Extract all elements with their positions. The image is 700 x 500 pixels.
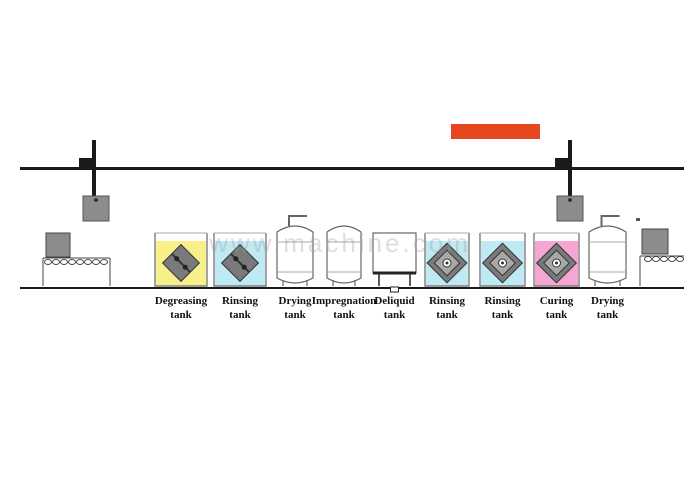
tank-deliquid <box>372 232 417 293</box>
tank-wall <box>424 233 470 287</box>
vessel-pipe <box>600 215 620 226</box>
tank-rinsing-3 <box>479 232 526 287</box>
tank-drying-1 <box>276 215 314 286</box>
chain-link <box>92 259 100 265</box>
chain-link <box>100 259 108 265</box>
part-basket <box>220 243 260 283</box>
stage-label-line2: tank <box>436 309 458 321</box>
stage-label-line2: tank <box>545 309 568 321</box>
vessel-body <box>326 225 362 284</box>
part-basket <box>426 242 468 284</box>
stage-label-line2: tank <box>284 309 306 321</box>
left-hoist <box>79 140 110 222</box>
tank-wall <box>154 233 208 287</box>
tank-degreasing <box>154 232 208 287</box>
stage-label-line1: Impregnation <box>311 295 377 307</box>
watermark: www.machine.com <box>209 228 471 258</box>
chain-link <box>660 256 668 262</box>
chain-link <box>52 259 60 265</box>
stage-label-line1: Drying <box>591 295 624 307</box>
stage-label-line2: tank <box>333 309 355 321</box>
floor-line <box>20 287 684 289</box>
vessel-body <box>276 225 314 284</box>
stage-label-deliquid: Deliquid tank <box>350 294 440 322</box>
drain-valve <box>390 286 399 293</box>
chain-link <box>644 256 652 262</box>
tank-rinsing-2 <box>424 232 470 287</box>
stage-label-line1: Deliquid <box>374 295 415 307</box>
stage-label-line2: tank <box>229 309 251 321</box>
stage-label-rinsing-1: Rinsing tank <box>195 294 285 322</box>
stage-label-line1: Rinsing <box>428 295 466 307</box>
stage-label-line1: Rinsing <box>221 295 259 307</box>
stage-label-line2: tank <box>596 309 619 321</box>
end-marker <box>636 218 640 221</box>
stage-label-rinsing-2: Rinsing tank <box>402 294 492 322</box>
progress-indicator-bar <box>451 124 540 139</box>
tank-wall <box>533 233 580 287</box>
stage-label-line1: Degreasing <box>154 295 208 307</box>
tank-drying-2 <box>588 215 627 286</box>
stage-label-drying-2: Drying tank <box>563 294 653 322</box>
right-hoist <box>555 140 584 222</box>
stage-label-line2: tank <box>170 309 192 321</box>
chain-link <box>668 256 676 262</box>
tank-wall <box>479 233 526 287</box>
chain-link <box>652 256 660 262</box>
part-basket <box>481 242 524 284</box>
stage-label-drying-1: Drying tank <box>250 294 340 322</box>
right-hoist-block <box>556 195 584 222</box>
stage-label-curing: Curing tank <box>512 294 602 322</box>
tank-curing <box>533 232 580 287</box>
right-conveyor <box>639 228 684 286</box>
stage-label-impregnation: Impregnation tank <box>299 294 389 322</box>
part-basket <box>161 243 201 283</box>
chain-link <box>68 259 76 265</box>
chain-link <box>76 259 84 265</box>
chain-link <box>84 259 92 265</box>
chain-link <box>44 259 52 265</box>
tank-rinsing-1 <box>213 232 267 287</box>
tank-wall <box>213 233 267 287</box>
stage-label-line1: Rinsing <box>484 295 521 307</box>
stage-label-line1: Drying <box>278 295 312 307</box>
part-basket <box>535 242 578 284</box>
stage-label-rinsing-3: Rinsing tank <box>458 294 548 322</box>
chain-link <box>676 256 684 262</box>
tank-impregnation <box>326 225 362 286</box>
stage-label-degreasing: Degreasing tank <box>136 294 226 322</box>
tank-row <box>154 215 627 293</box>
stage-label-line1: Curing <box>539 295 574 307</box>
stage-label-line2: tank <box>491 309 514 321</box>
left-conveyor <box>42 232 111 286</box>
chain-link <box>60 259 68 265</box>
tank-wall <box>372 232 417 274</box>
overhead-rail <box>20 167 684 170</box>
vessel-body <box>588 225 627 284</box>
vessel-pipe <box>288 215 307 226</box>
stage-label-line2: tank <box>383 309 406 321</box>
